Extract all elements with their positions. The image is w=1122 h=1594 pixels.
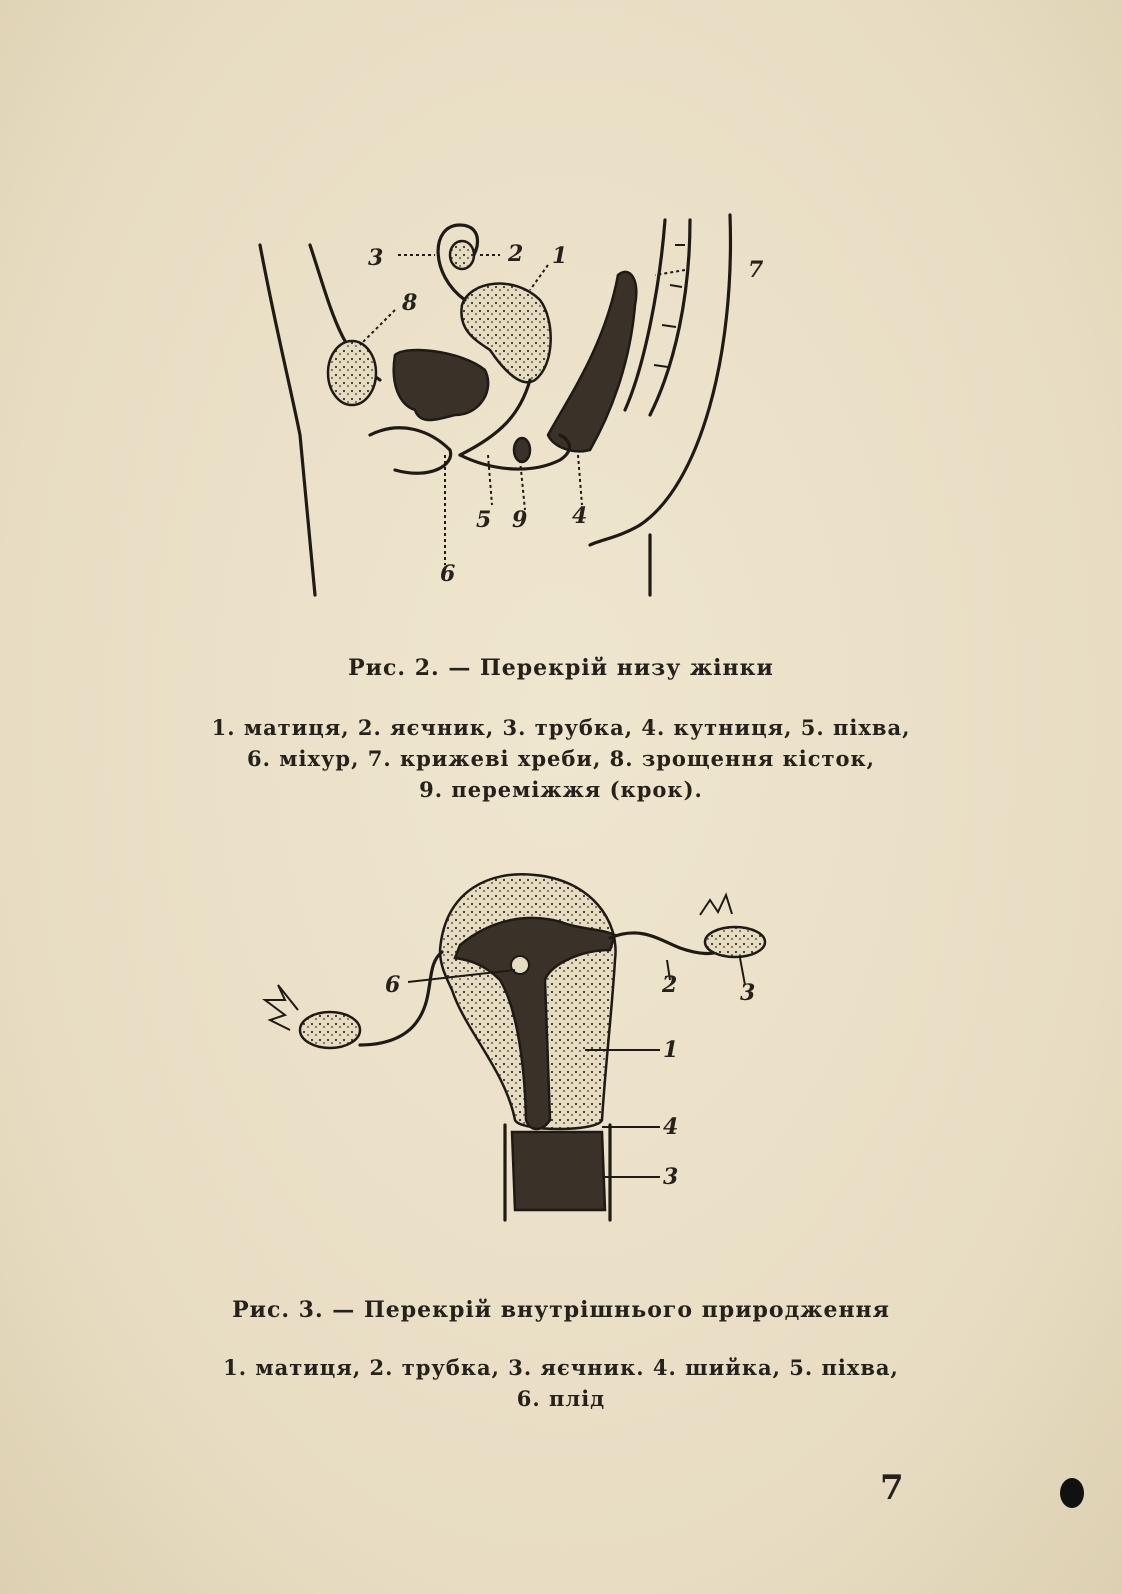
fig3-label-4: 4 (663, 1114, 678, 1140)
right-fallopian-tube (608, 931, 722, 956)
left-fallopian-tube (358, 950, 444, 1047)
fig2-label-8: 8 (401, 290, 417, 316)
legend-line: 9. переміжжя (крок). (419, 777, 703, 802)
fig2-label-3: 3 (368, 245, 383, 271)
figure-2-caption-title: Рис. 2. — Перекрій низу жінки (348, 655, 774, 681)
front-body-outline (258, 243, 317, 597)
uterus (460, 282, 552, 384)
fig2-label-5: 5 (476, 507, 491, 533)
right-fimbriae (699, 892, 733, 916)
sacrum-front (623, 218, 667, 412)
left-ovary (298, 1010, 362, 1050)
fig2-label-7: 7 (748, 257, 764, 283)
back-body-outline (588, 213, 733, 547)
legend-line: 6. міхур, 7. крижеві хреби, 8. зрощення … (247, 746, 875, 771)
ink-blot (1060, 1478, 1084, 1508)
legend-line: 1. матиця, 2. трубка, 3. яєчник. 4. шийк… (223, 1355, 899, 1380)
legend-line: 1. матиця, 2. яєчник, 3. трубка, 4. кутн… (211, 715, 911, 740)
legend-line: 6. плід (516, 1386, 606, 1411)
right-ovary (703, 925, 767, 959)
fig2-label-9: 9 (512, 507, 527, 533)
pubic-bone (326, 339, 378, 407)
ovary (448, 239, 476, 271)
bladder (392, 348, 490, 422)
labia (368, 426, 453, 475)
vagina (510, 1130, 607, 1212)
perineum (512, 436, 532, 464)
figure-3-legend: 1. матиця, 2. трубка, 3. яєчник. 4. шийк… (0, 1352, 1122, 1414)
fig3-label-1: 1 (663, 1037, 678, 1063)
fig3-label-3-ovary: 3 (740, 980, 755, 1006)
figure-3-illustration: 1 2 3 4 3 6 (262, 873, 767, 1222)
uterine-cavity (453, 916, 617, 1131)
page-number: 7 (880, 1468, 904, 1508)
fig3-label-6: 6 (385, 972, 400, 998)
rectum (546, 270, 638, 453)
embryo (510, 955, 530, 975)
fig2-label-2: 2 (507, 241, 523, 267)
fallopian-tube (436, 223, 479, 302)
figure-2-legend: 1. матиця, 2. яєчник, 3. трубка, 4. кутн… (0, 712, 1122, 805)
fig3-label-2: 2 (661, 972, 677, 998)
fig2-label-4: 4 (572, 503, 587, 529)
fig2-label-6: 6 (440, 561, 455, 587)
fig2-label-1: 1 (552, 243, 567, 269)
figure-2-illustration: 1 2 3 4 5 6 7 8 9 (258, 213, 764, 597)
fig3-label-5: 3 (663, 1164, 678, 1190)
left-fimbriae (262, 984, 299, 1031)
figure-3-caption-title: Рис. 3. — Перекрій внутрішнього природже… (232, 1297, 890, 1323)
